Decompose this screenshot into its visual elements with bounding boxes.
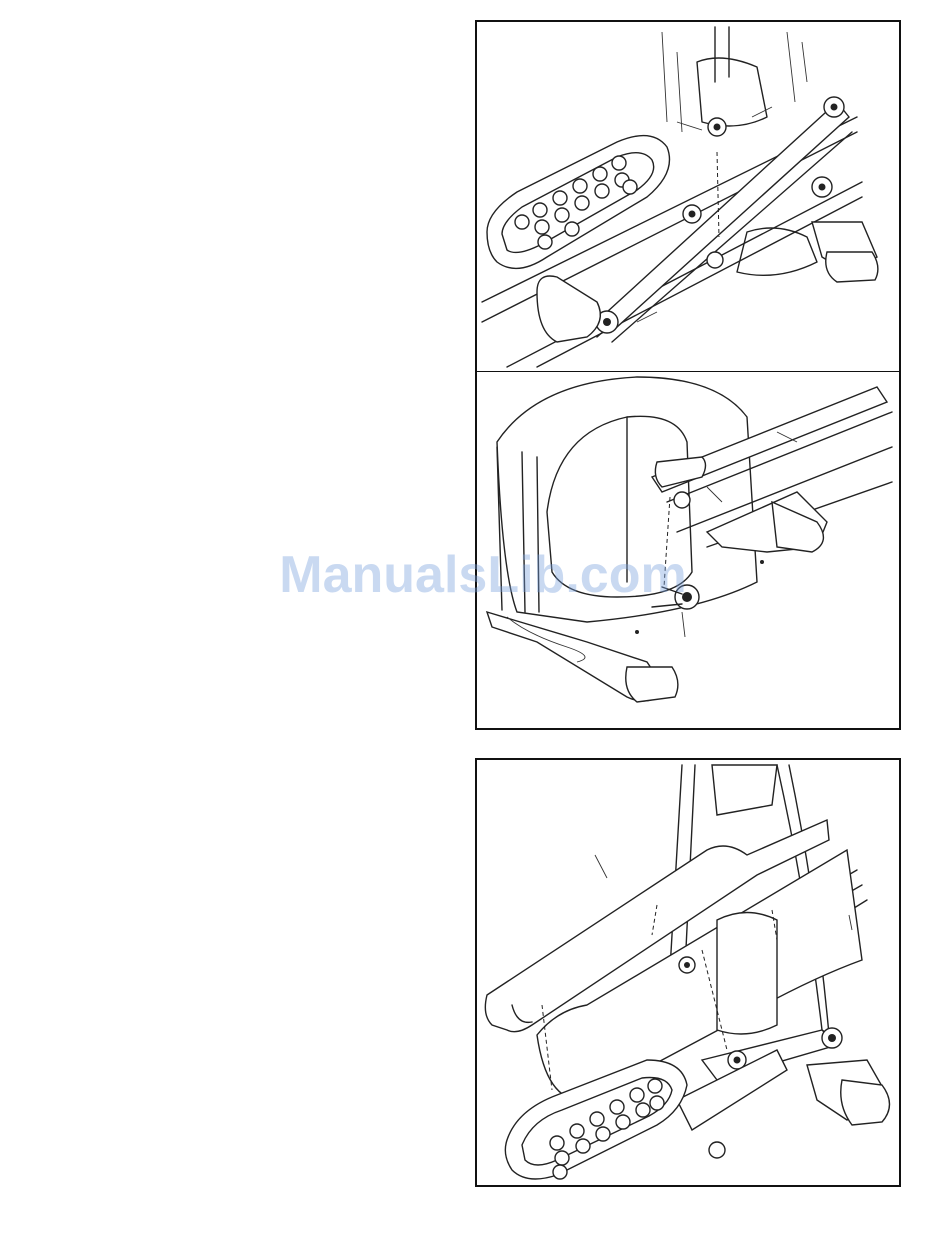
figure-3-rail-cover	[475, 758, 901, 1187]
figure-1-drawing	[477, 22, 899, 372]
figure-2-drawing	[477, 372, 899, 728]
figure-3-drawing	[477, 760, 899, 1185]
figure-2-rear-assembly	[475, 371, 901, 730]
figure-1-pedal-assembly	[475, 20, 901, 373]
